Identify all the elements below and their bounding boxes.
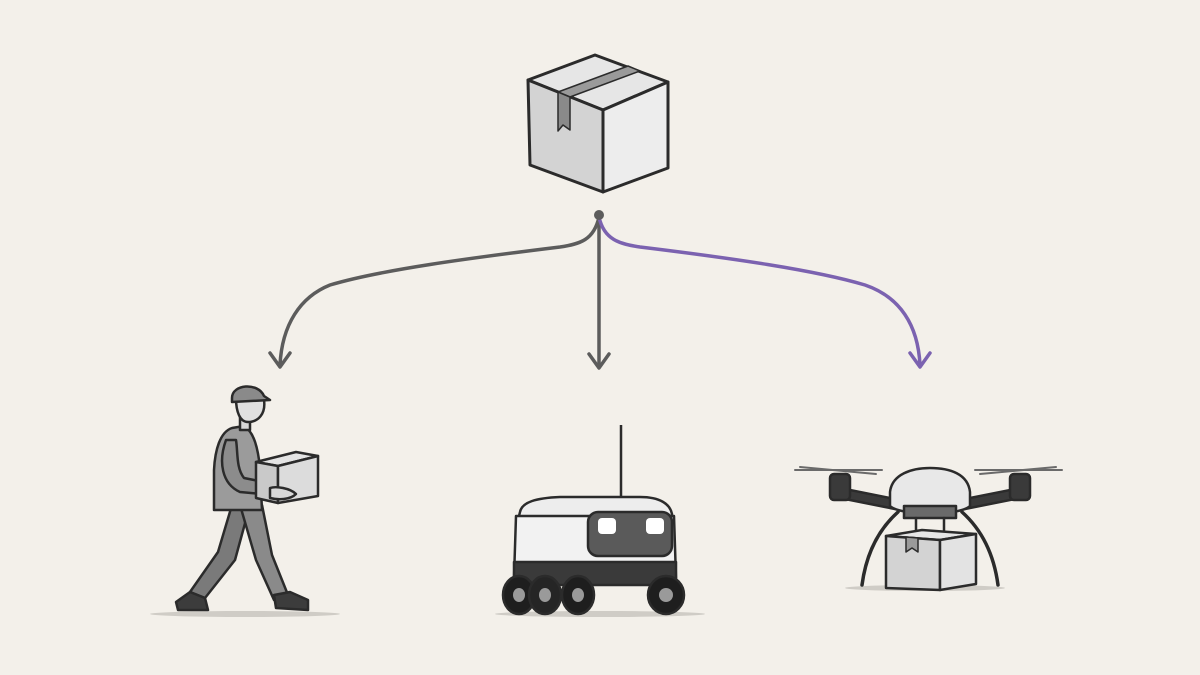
delivery-drone-icon [794, 466, 1063, 592]
robot-wheels [501, 574, 686, 616]
arrowhead-robot [587, 352, 611, 370]
delivery-robot-icon [495, 425, 705, 617]
human-courier-icon [150, 385, 340, 617]
arrow-to-drone [597, 215, 922, 367]
arrowhead-drone [908, 351, 932, 369]
branch-node [594, 210, 604, 220]
arrow-to-courier [278, 215, 601, 367]
arrowhead-courier [268, 351, 292, 369]
package-box-icon [526, 53, 670, 194]
branch-arrows [268, 210, 932, 370]
drone-propellers [794, 466, 1063, 475]
